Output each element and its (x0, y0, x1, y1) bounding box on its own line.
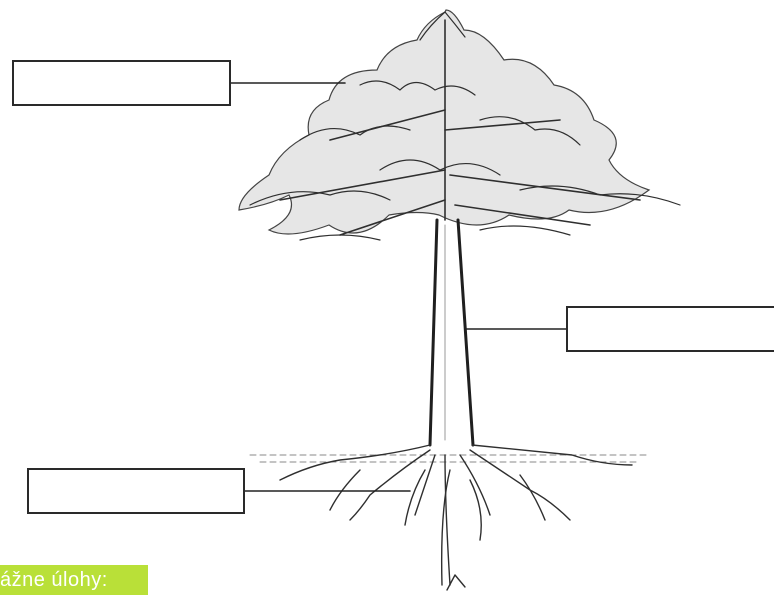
tree-trunk (430, 220, 473, 445)
label-box-roots[interactable] (27, 468, 245, 514)
ground-line (250, 455, 650, 462)
tree-roots (280, 445, 632, 590)
label-box-crown[interactable] (12, 60, 231, 106)
label-box-trunk[interactable] (566, 306, 774, 352)
footer-banner-text: ážne úlohy: (0, 569, 108, 592)
footer-banner: ážne úlohy: (0, 565, 148, 595)
